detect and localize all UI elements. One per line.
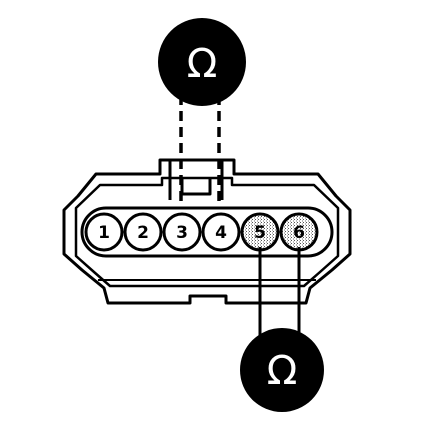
pin-1-cavity: [84, 212, 124, 252]
connector-outer-shell: [62, 158, 352, 305]
bottom-ohmmeter-disc: [240, 328, 324, 412]
pin-5-label: 5: [254, 223, 266, 243]
connector-body: [62, 158, 352, 305]
top-ohm-symbol: Ω: [187, 41, 218, 87]
locking-tab: [168, 160, 224, 200]
pin-3-label: 3: [176, 223, 188, 243]
pin-4-cavity: [201, 212, 241, 252]
pin-2-label: 2: [137, 223, 149, 243]
bottom-ohmmeter: Ω: [240, 328, 324, 412]
connector-inner-rim: [74, 176, 340, 288]
bottom-ohm-symbol: Ω: [267, 348, 298, 394]
pin-1-label: 1: [98, 223, 110, 243]
top-meter-leads: [179, 95, 221, 202]
top-ohmmeter: Ω: [158, 18, 246, 106]
connector-pins: 1 2 3 4 5 6: [84, 212, 319, 252]
pin-6-label: 6: [293, 223, 305, 243]
pin-3-cavity: [162, 212, 202, 252]
pin-2-cavity: [123, 212, 163, 252]
pin-4-label: 4: [215, 223, 227, 243]
top-ohmmeter-disc: [158, 18, 246, 106]
